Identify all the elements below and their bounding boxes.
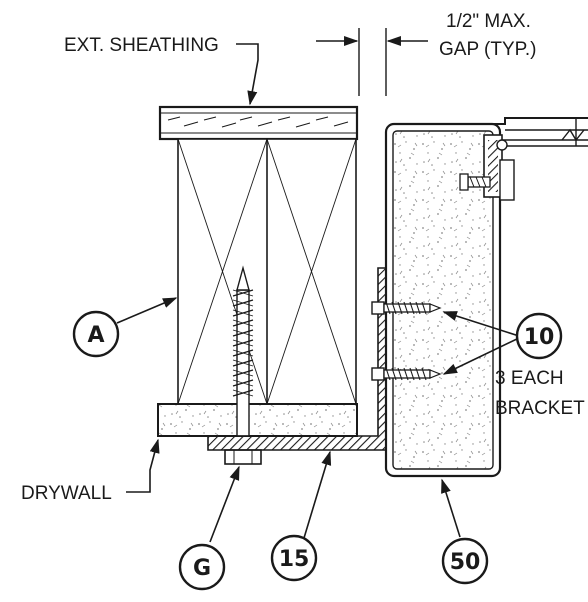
callout-g: G [178,543,226,591]
bracket-screw-upper [371,301,442,315]
callout-10-text: 10 [524,325,555,350]
gap-dimension [316,28,428,96]
ext-sheathing-label: EXT. SHEATHING [64,35,219,56]
callout-15: 15 [270,534,318,582]
quantity-label-line1: 3 EACH [495,368,564,389]
callout-a-circle [72,310,120,358]
callout-g-circle [178,543,226,591]
callout-15-text: 15 [279,547,310,572]
gap-label-line1: 1/2" MAX. [446,11,531,32]
gap-label-line2: GAP (TYP.) [439,39,537,60]
callout-15-circle [270,534,318,582]
wood-framing-block [177,138,357,405]
drywall-label: DRYWALL [21,483,112,504]
panel-screw-top [459,173,491,191]
lag-screw-fastener [224,265,262,465]
callout-a: A [72,310,120,358]
bracket-screw-lower [371,367,442,381]
callout-10-circle [515,312,563,360]
drywall-layer [157,403,358,437]
insulated-panel [384,122,502,478]
callout-g-text: G [193,556,211,581]
callout-50-circle [441,537,489,585]
callout-50-text: 50 [450,550,481,575]
callout-a-text: A [87,323,104,348]
callout-50: 50 [441,537,489,585]
quantity-label-line2: BRACKET [495,398,585,419]
leader-lines [116,43,520,543]
callout-10: 10 [515,312,563,360]
exterior-sheathing-panel [158,105,359,141]
